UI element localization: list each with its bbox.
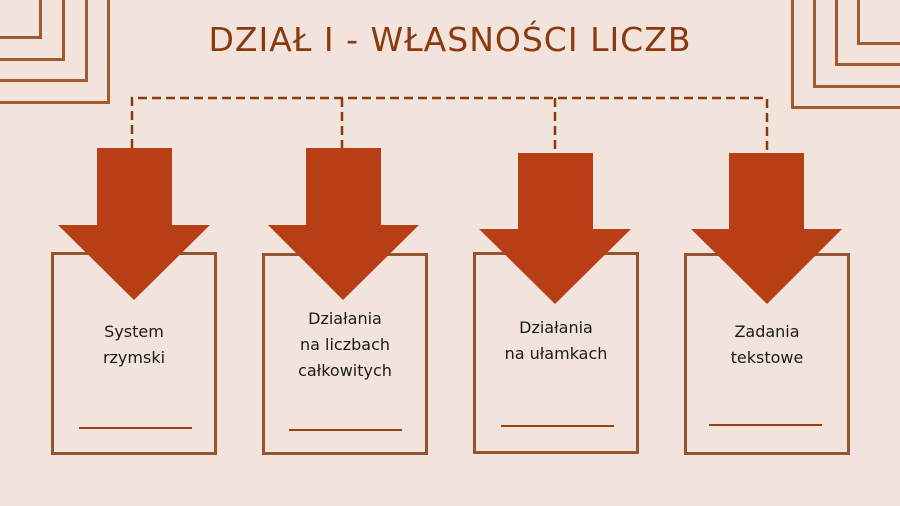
card-label: Działania na ułamkach [476, 315, 636, 367]
card-label: System rzymski [54, 319, 214, 371]
card-label: Zadania tekstowe [687, 319, 847, 371]
arrow-down-icon [58, 148, 210, 300]
card-label-line: Działania [308, 309, 382, 328]
deco-square-3 [0, 0, 88, 82]
card-label-line: tekstowe [730, 348, 804, 367]
page-title: DZIAŁ I - WŁASNOŚCI LICZB [208, 20, 692, 59]
card-label-line: Zadania [734, 322, 800, 341]
arrow-down-icon [268, 148, 419, 300]
deco-square-3 [813, 0, 900, 88]
card-label-line: rzymski [102, 348, 166, 367]
deco-square-2 [0, 0, 65, 61]
deco-square-4 [0, 0, 110, 104]
card-label-line: Działania [519, 318, 593, 337]
deco-square-2 [835, 0, 900, 66]
card-label: Działania na liczbach całkowitych [265, 306, 425, 384]
card-label-line: System [104, 322, 164, 341]
card-label-line: na ułamkach [504, 344, 608, 363]
deco-square-1 [0, 0, 42, 39]
arrow-down-icon [691, 153, 842, 304]
card-underline [709, 424, 822, 426]
card-underline [79, 427, 192, 429]
card-label-line: całkowitych [298, 361, 392, 380]
card-underline [289, 429, 402, 431]
arrow-down-icon [479, 153, 631, 304]
dashed-connector [130, 96, 769, 152]
deco-square-1 [857, 0, 900, 45]
card-label-line: na liczbach [299, 335, 390, 354]
deco-square-4 [791, 0, 900, 109]
card-underline [501, 425, 614, 427]
